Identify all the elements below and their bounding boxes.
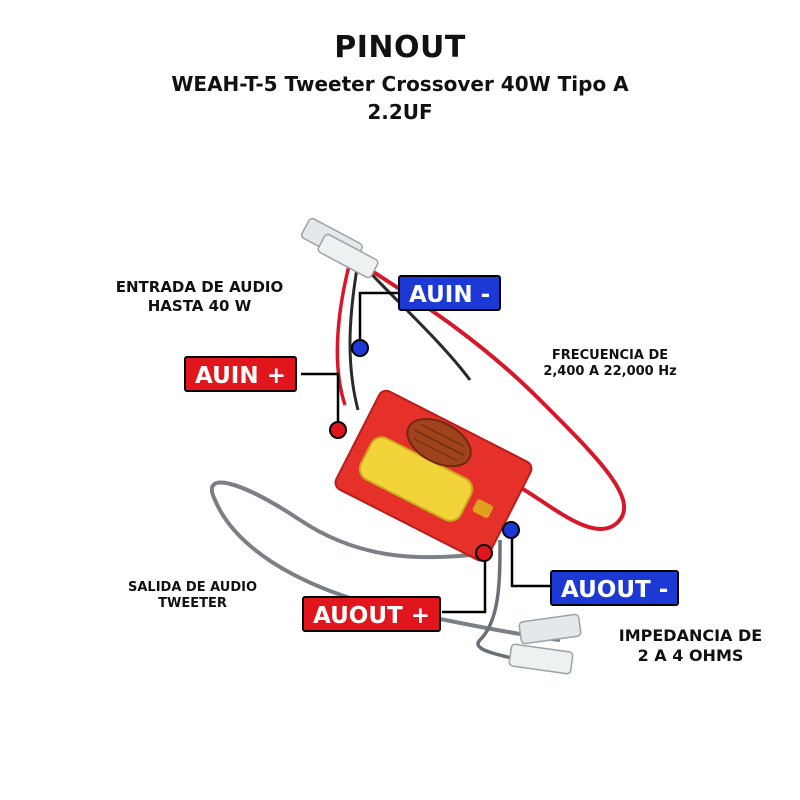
input-note-line2: HASTA 40 W (147, 296, 252, 315)
auout-minus-label: AUOUT - (550, 570, 680, 606)
pcb-board (334, 389, 533, 562)
page-title: PINOUT (334, 30, 466, 65)
product-name: WEAH-T-5 Tweeter Crossover 40W Tipo A (171, 72, 629, 96)
auin-minus-label: AUIN - (398, 275, 502, 311)
resistor-component (472, 499, 494, 518)
frequency-note: FRECUENCIA DE 2,400 A 22,000 Hz (520, 348, 700, 381)
red-input-wire-inner (335, 261, 352, 406)
black-input-wire-inner (348, 261, 360, 411)
frequency-note-line2: 2,400 A 22,000 Hz (543, 364, 677, 380)
red-input-wire (350, 256, 627, 531)
auout-plus-label: AUOUT + (302, 596, 441, 632)
auin-minus-marker (351, 339, 369, 357)
product-capacitance: 2.2UF (367, 100, 433, 124)
auout-plus-marker (475, 544, 493, 562)
input-note: ENTRADA DE AUDIO HASTA 40 W (92, 278, 307, 316)
output-note-line2: TWEETER (158, 596, 227, 612)
frequency-note-line1: FRECUENCIA DE (551, 348, 669, 363)
auin-plus-marker (329, 421, 347, 439)
auout-minus-marker (502, 521, 520, 539)
input-spade-terminals (301, 217, 379, 279)
gray-output-wire-2 (476, 539, 521, 662)
gray-output-wire-1 (209, 480, 561, 642)
impedance-note: IMPEDANCIA DE 2 A 4 OHMS (598, 626, 783, 666)
output-note: SALIDA DE AUDIO TWEETER (100, 580, 285, 613)
auin-plus-label: AUIN + (184, 356, 297, 392)
output-note-line1: SALIDA DE AUDIO (127, 580, 258, 595)
output-spade-terminals (508, 613, 582, 675)
impedance-note-line2: 2 A 4 OHMS (637, 646, 744, 665)
connector-lines (301, 291, 550, 614)
input-note-line1: ENTRADA DE AUDIO (115, 278, 284, 296)
impedance-note-line1: IMPEDANCIA DE (618, 626, 763, 645)
